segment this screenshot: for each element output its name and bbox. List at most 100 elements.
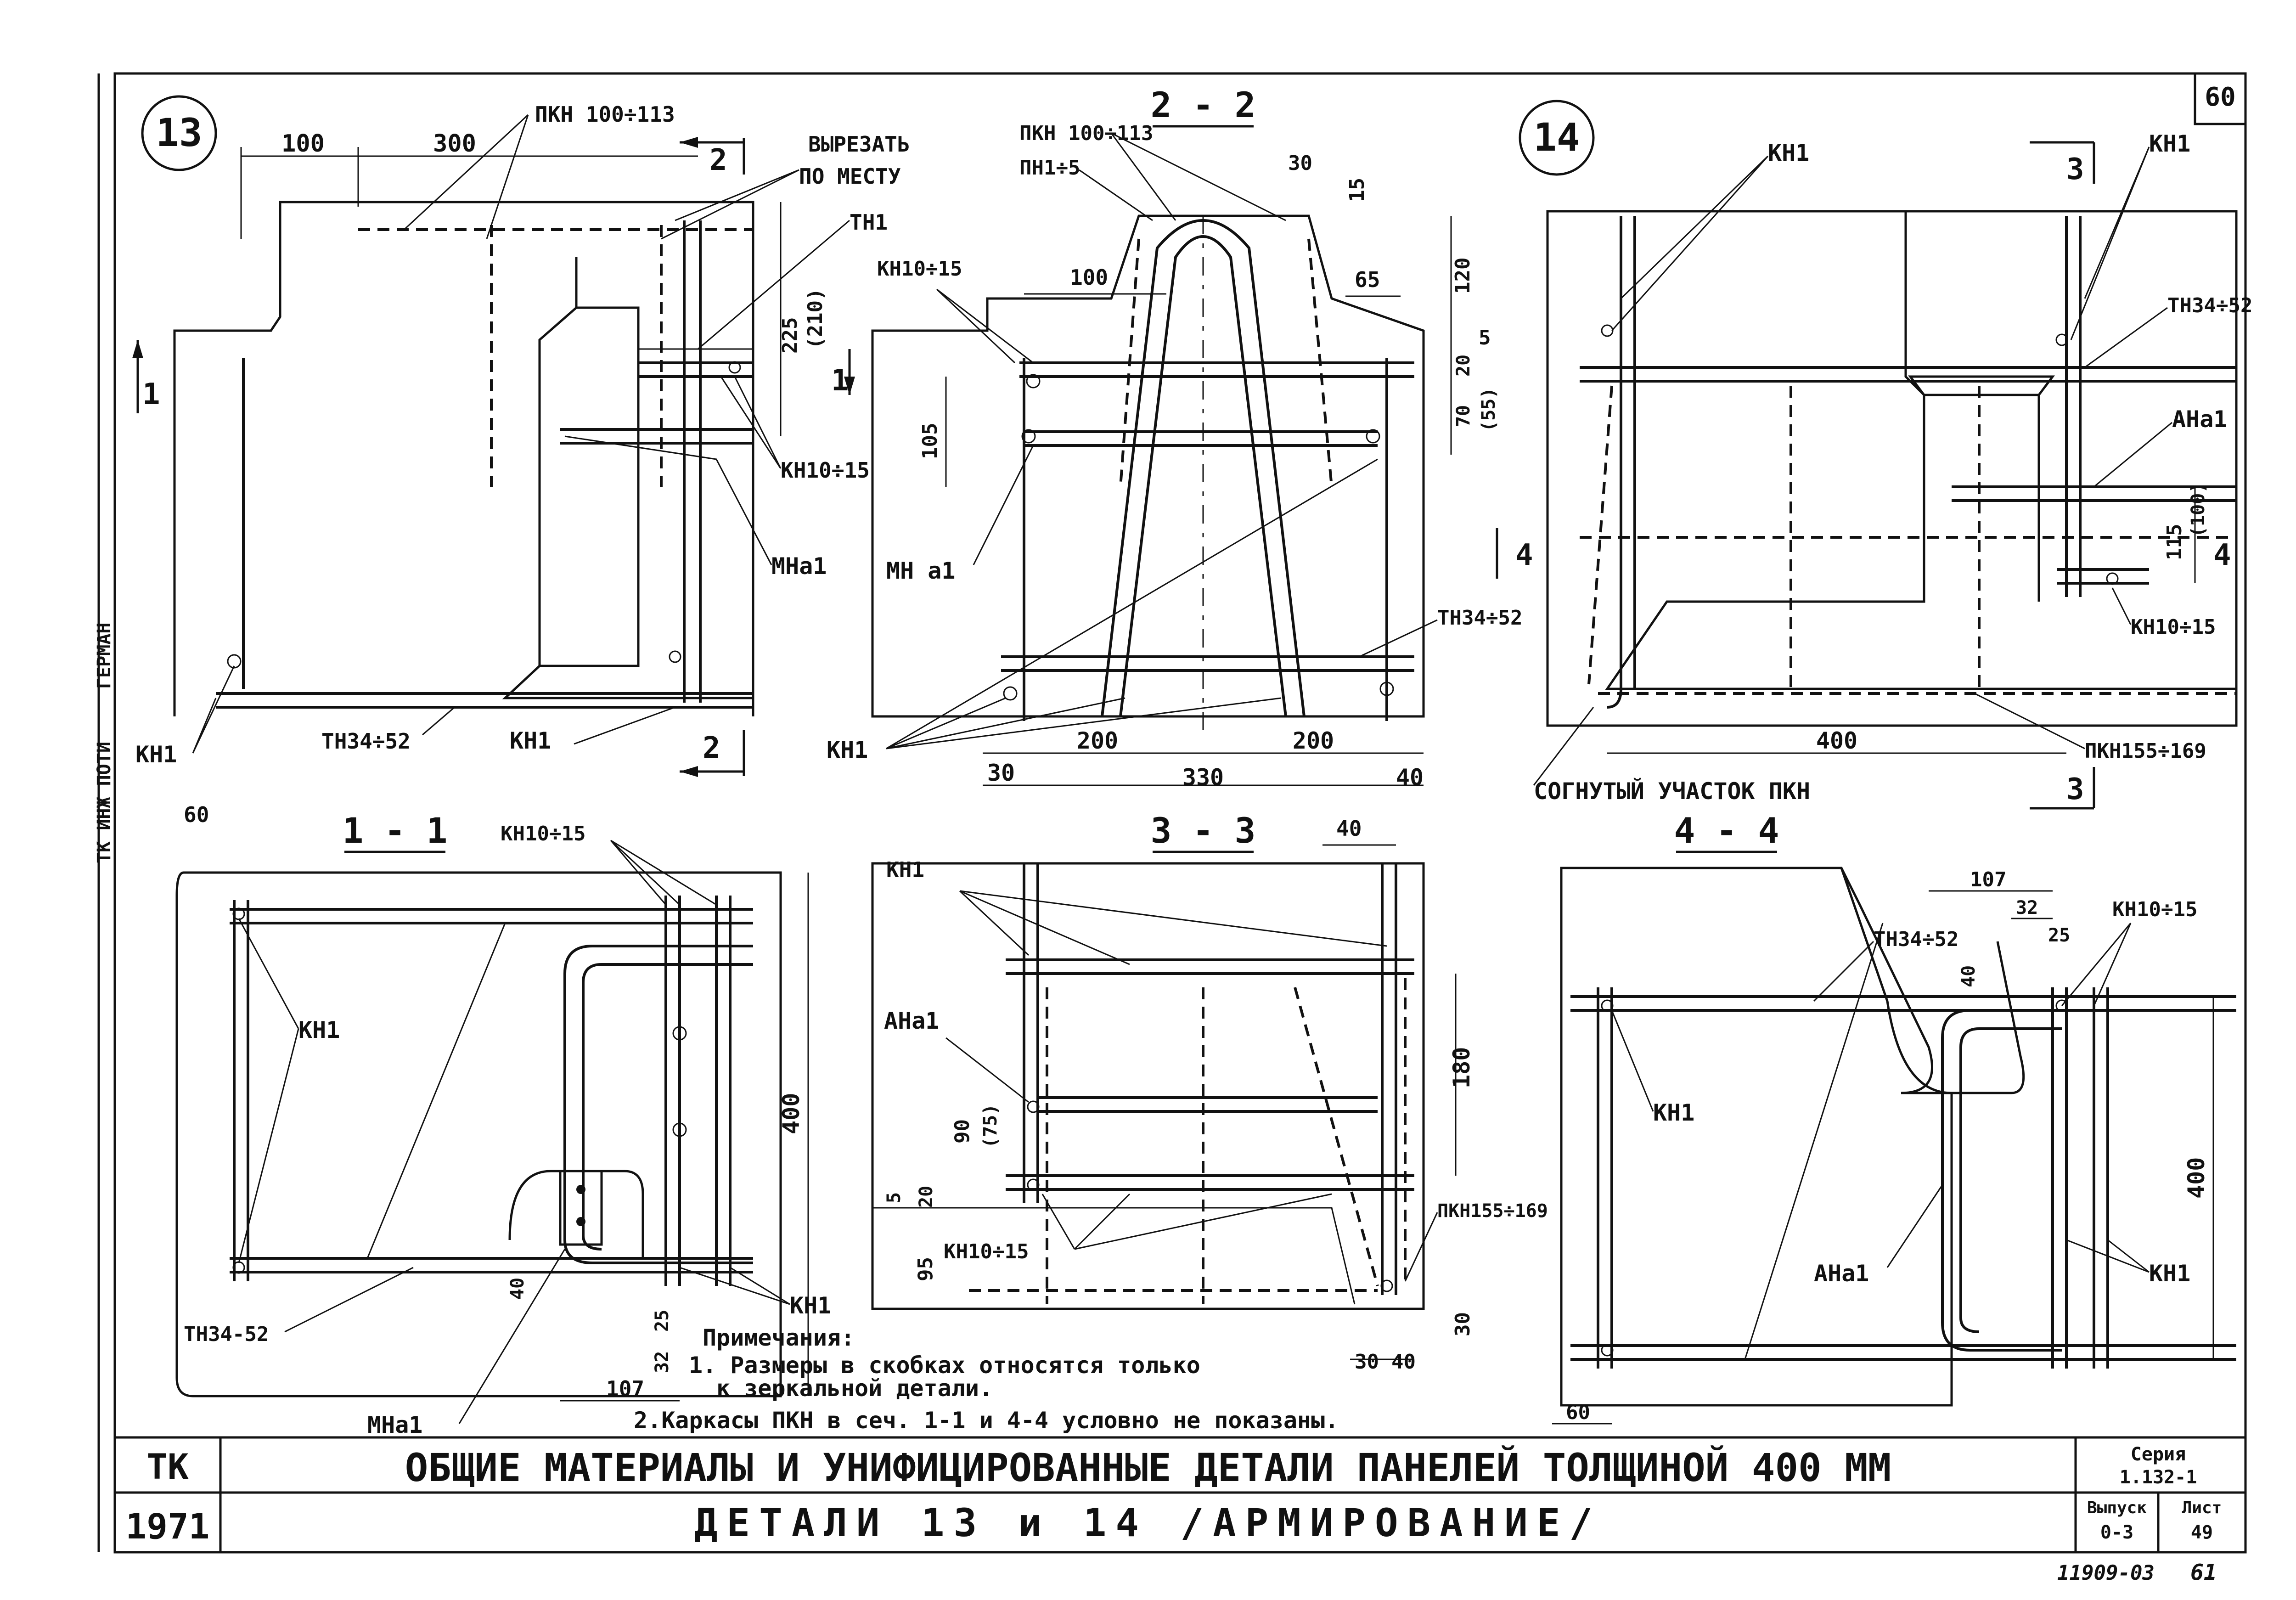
- org-code: ТК: [146, 1446, 189, 1487]
- detail-13: 13 100 300 ПКН 100÷113 ВЫРЕЗАТЬ ПО МЕСТУ…: [132, 95, 910, 777]
- list-value: 49: [2191, 1522, 2213, 1543]
- mark-2-top: 2: [709, 143, 727, 177]
- dim-60: 60: [1566, 1401, 1590, 1424]
- sheet-title: ОБЩИЕ МАТЕРИАЛЫ И УНИФИЦИРОВАННЫЕ ДЕТАЛИ…: [405, 1445, 1891, 1490]
- label-th3452: ТН34-52: [184, 1323, 269, 1346]
- label-kn1015: КН10÷15: [501, 822, 585, 845]
- notes-heading: Примечания:: [703, 1324, 855, 1351]
- dim-115: 115: [2163, 524, 2186, 560]
- label-cut1: ВЫРЕЗАТЬ: [808, 132, 910, 157]
- section-2-2-title: 2 - 2: [1151, 85, 1256, 125]
- section-3-3-title: 3 - 3: [1151, 810, 1256, 851]
- sheet-subtitle: ДЕТАЛИ 13 и 14 /АРМИРОВАНИЕ/: [694, 1500, 1602, 1545]
- dim-210: (210): [804, 288, 827, 349]
- dim-30: 30: [1451, 1312, 1474, 1336]
- dim-5: 5: [884, 1192, 905, 1203]
- label-ana1: АНа1: [884, 1008, 939, 1034]
- dim-107: 107: [1970, 868, 2006, 891]
- dim-60: 60: [184, 802, 209, 827]
- dim-30: 30: [1288, 152, 1312, 175]
- label-kn1: КН1: [298, 1017, 340, 1043]
- label-th3452: ТН34÷52: [1874, 928, 1958, 951]
- sheet-number: 60: [2205, 82, 2235, 112]
- dim-30-b: 30: [1355, 1350, 1379, 1374]
- label-kn1-b: КН1: [790, 1292, 831, 1319]
- dim-40-b: 40: [1391, 1350, 1416, 1374]
- label-kn1-a: КН1: [1768, 140, 1809, 166]
- mark-4-left: 4: [1515, 538, 1533, 572]
- dim-100: 100: [1070, 265, 1108, 290]
- label-kn1015: КН10÷15: [2112, 898, 2197, 921]
- list-label: Лист: [2182, 1499, 2222, 1517]
- dim-120: 120: [1451, 258, 1474, 294]
- dim-300: 300: [433, 130, 476, 158]
- dim-30-b: 30: [987, 760, 1015, 786]
- dim-40: 40: [1336, 816, 1362, 841]
- side-text-a: ГЕРМАН: [94, 623, 115, 689]
- label-pn: ПН1÷5: [1019, 156, 1080, 180]
- label-th1: ТН1: [850, 210, 888, 235]
- section-1-1-title: 1 - 1: [343, 810, 448, 851]
- dim-95: 95: [914, 1257, 937, 1281]
- dim-32: 32: [2016, 897, 2038, 918]
- label-pkn: ПКН155÷169: [1437, 1200, 1548, 1222]
- label-kn1-b: КН1: [510, 727, 551, 754]
- label-kn1: КН1: [1653, 1099, 1694, 1126]
- label-kn1015: КН10÷15: [877, 257, 962, 281]
- label-th3452: ТН34÷52: [321, 729, 411, 754]
- series-value: 1.132-1: [2120, 1467, 2197, 1488]
- section-4-4: 4 - 4 107 32 25 КН10÷15 ТН34÷52 40 КН1 4…: [1552, 810, 2236, 1425]
- dim-25: 25: [652, 1310, 673, 1332]
- dim-105: 105: [918, 423, 942, 459]
- side-margin-text: ГЕРМАН ТК ИНЖ ПОТИ: [94, 623, 115, 864]
- section-2-2: 2 - 2 ПКН 100÷113 ПН1÷5 30 15 КН10÷15 10…: [827, 85, 1522, 791]
- sheet-frame: 60: [97, 72, 2247, 1554]
- label-kn1: КН1: [827, 737, 868, 763]
- note-1b: к зеркальной детали.: [716, 1375, 993, 1402]
- year: 1971: [125, 1506, 209, 1547]
- mark-3-bottom: 3: [2066, 772, 2084, 806]
- dim-400: 400: [1816, 727, 1857, 754]
- dim-5: 5: [1479, 326, 1491, 349]
- dim-330: 330: [1182, 764, 1224, 791]
- mark-4-right: 4: [2213, 538, 2231, 572]
- detail-14-number: 14: [1533, 115, 1580, 160]
- section-4-4-title: 4 - 4: [1674, 810, 1779, 851]
- label-kn1015: КН10÷15: [944, 1240, 1029, 1263]
- detail-14: 14 КН1 КН1 3 ТН34÷52 АНа1 115 (100): [1496, 100, 2252, 810]
- label-kn1: КН1: [886, 857, 924, 882]
- dim-400: 400: [2183, 1157, 2210, 1199]
- note-1a: 1. Размеры в скобках относятся только: [689, 1352, 1200, 1379]
- dim-75: (75): [980, 1104, 1001, 1148]
- dim-55: (55): [1478, 388, 1499, 432]
- issue-value: 0-3: [2100, 1522, 2133, 1543]
- dim-65: 65: [1355, 267, 1380, 292]
- dim-40: 40: [1958, 965, 1979, 987]
- label-kn1015: КН10÷15: [781, 458, 870, 483]
- dim-20: 20: [916, 1186, 937, 1208]
- mark-1-left: 1: [142, 377, 160, 411]
- title-block: ТК 1971 ОБЩИЕ МАТЕРИАЛЫ И УНИФИЦИРОВАННЫ…: [115, 1436, 2245, 1585]
- label-pkn: ПКН155÷169: [2085, 739, 2206, 763]
- dim-40: 40: [1396, 764, 1424, 791]
- label-ana1: АНа1: [2172, 406, 2227, 433]
- label-th3452: ТН34÷52: [2167, 294, 2252, 317]
- label-cut2: ПО МЕСТУ: [799, 164, 901, 189]
- detail-13-number: 13: [156, 110, 202, 155]
- dim-32: 32: [652, 1351, 673, 1373]
- label-kn1-b: КН1: [2149, 1260, 2190, 1287]
- label-bent: СОГНУТЫЙ УЧАСТОК ПКН: [1534, 777, 1810, 805]
- series-label: Серия: [2131, 1444, 2186, 1465]
- dim-15: 15: [1345, 178, 1369, 202]
- label-mna1: МНа1: [367, 1412, 422, 1438]
- page-number: 61: [2190, 1560, 2217, 1585]
- label-pkn: ПКН 100÷113: [1019, 122, 1153, 145]
- dim-25: 25: [2048, 925, 2070, 946]
- label-pkn: ПКН 100÷113: [535, 102, 675, 127]
- side-text-b: ТК ИНЖ ПОТИ: [94, 742, 115, 863]
- dim-20: 20: [1453, 355, 1474, 377]
- dim-200-b: 200: [1293, 727, 1334, 754]
- dim-100: 100: [281, 130, 325, 158]
- section-3-3: 3 - 3 КН1 40 АНа1 180 90 (75) 5 20 95: [871, 810, 1548, 1374]
